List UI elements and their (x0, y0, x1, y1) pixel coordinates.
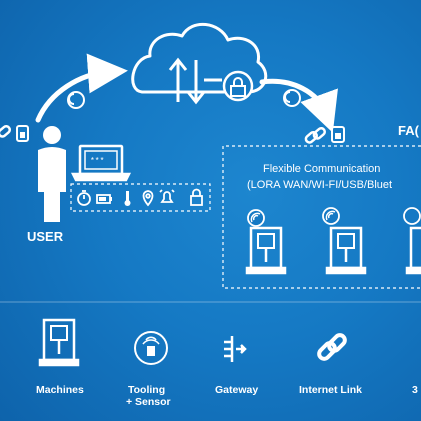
cloud-icon (131, 22, 268, 94)
machine-icon (325, 226, 367, 275)
machine-icon-partial (405, 226, 421, 275)
sensor-icon (322, 207, 340, 225)
legend-partial-label: 3 (412, 384, 418, 396)
factory-label: FA( (398, 123, 419, 138)
laptop-icon (70, 144, 132, 182)
gateway-icon (224, 336, 247, 362)
link-icon (317, 333, 347, 361)
thermometer-icon (124, 191, 131, 206)
timer-icon (77, 190, 91, 206)
legend-gateway-label: Gateway (215, 384, 259, 396)
factory-box (222, 145, 421, 289)
eye-icon-left (67, 91, 85, 109)
machine-icon (38, 318, 80, 367)
right-arrow (259, 78, 338, 133)
link-icon-left (0, 125, 11, 138)
legend-machines-label: Machines (36, 384, 84, 396)
user-icon (38, 126, 66, 222)
legend-internet-link-label: Internet Link (299, 384, 363, 396)
download-arrow-icon (186, 60, 222, 105)
left-arrow (35, 53, 128, 123)
machine-icon (245, 226, 287, 275)
flexible-communication-title: Flexible Communication (263, 163, 381, 175)
sensor-icon (134, 331, 168, 365)
battery-icon (96, 194, 112, 204)
user-label: USER (27, 229, 64, 244)
link-icon (304, 127, 326, 144)
location-pin-icon (142, 190, 154, 207)
alarm-icon (159, 189, 175, 203)
flexible-communication-protocols: (LORA WAN/WI-FI/USB/Bluet (247, 179, 393, 191)
sensor-icon (247, 209, 265, 227)
sim-card-icon (331, 126, 345, 143)
svg-text:***: *** (90, 157, 104, 166)
sim-card-icon-left (16, 125, 29, 142)
legend-sensor-label: + Sensor (126, 396, 171, 408)
lock-icon (222, 70, 254, 102)
legend-tooling-label: Tooling (128, 384, 166, 396)
sensor-icon-partial (403, 207, 421, 225)
upload-arrow-icon (168, 57, 188, 102)
padlock-icon (190, 188, 203, 206)
sensor-icons-box (70, 183, 211, 212)
eye-icon-right (283, 89, 301, 107)
